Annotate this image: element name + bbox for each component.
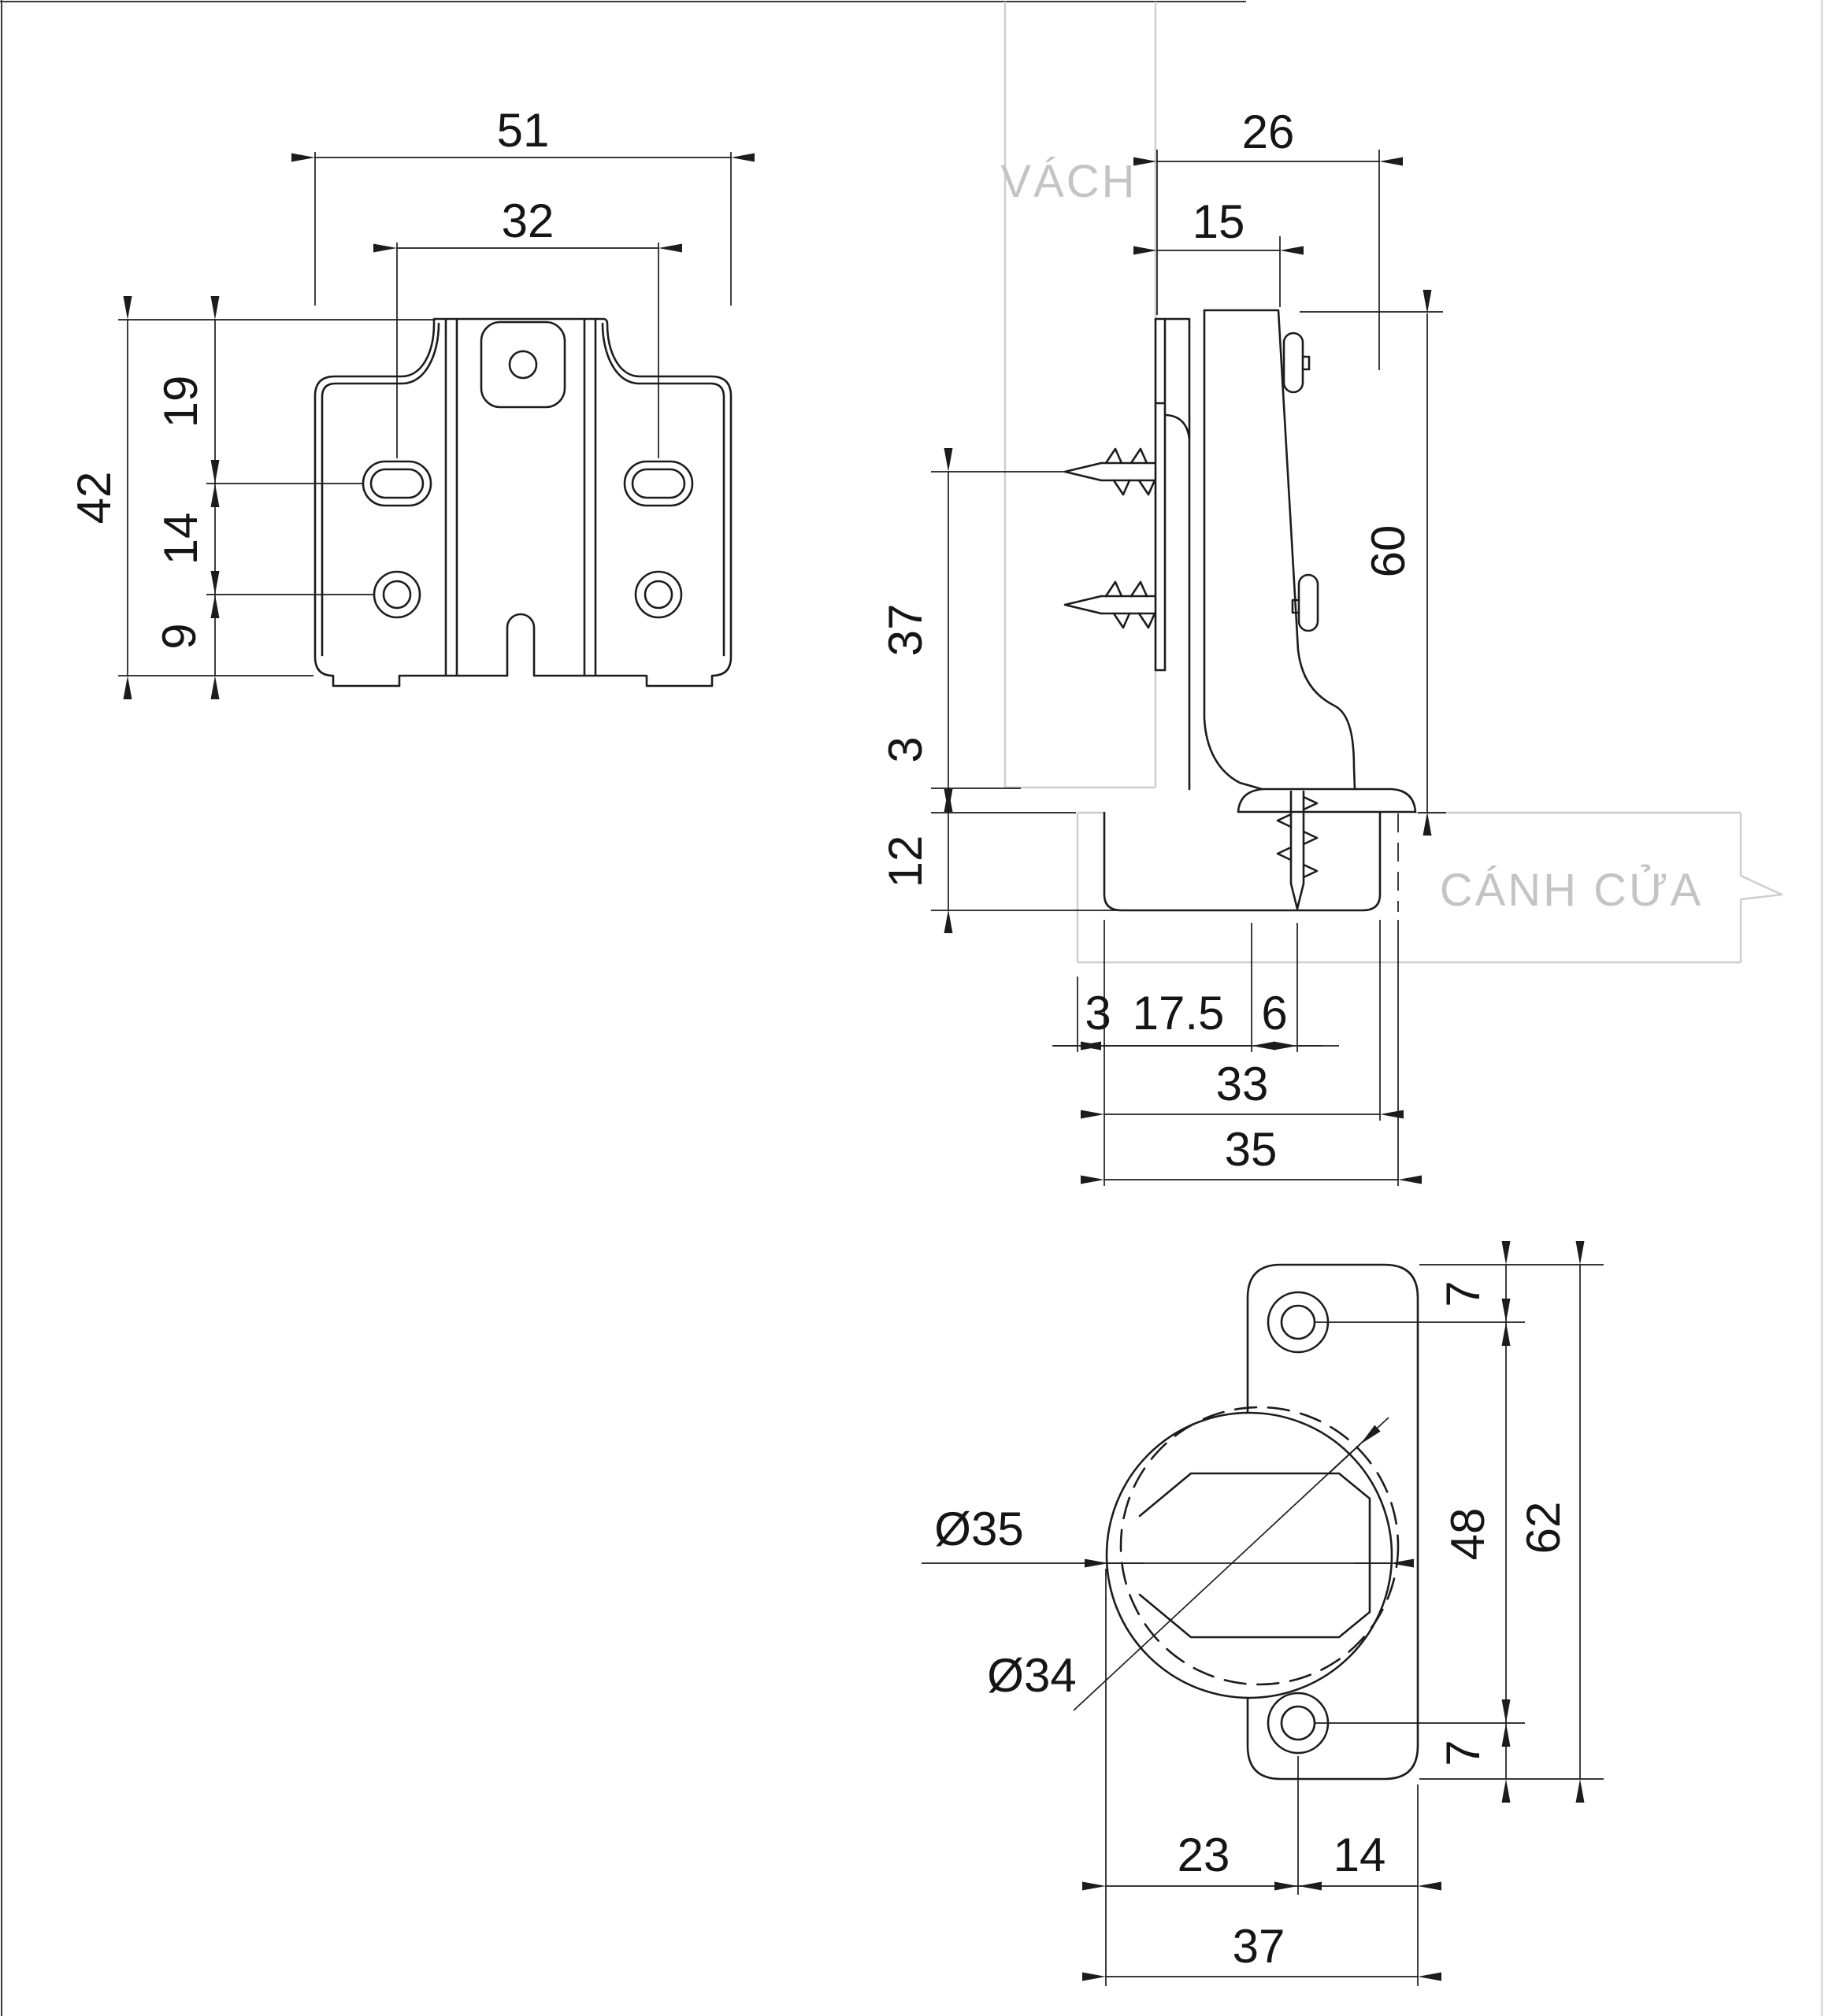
dim-label: 14 <box>1334 1829 1386 1881</box>
template-screw-hole-top-inner <box>1280 1304 1316 1340</box>
leader-diameter-35: Ø35 <box>922 1503 1414 1568</box>
dim-overlay-26: 26 <box>1133 106 1403 370</box>
cup-cam-profile <box>1138 1472 1371 1639</box>
round-hole-left-inner <box>382 580 412 610</box>
arm-slot-upper <box>1282 332 1304 394</box>
arm-slot-upper-notch <box>1301 355 1311 371</box>
dim-hole-35: 35 <box>1081 920 1422 1186</box>
plate-channel-bends <box>444 318 597 676</box>
cup-screw <box>1276 790 1319 910</box>
dim-label: 7 <box>1437 1740 1489 1766</box>
dim-label: 42 <box>68 472 121 524</box>
dim-label: 48 <box>1441 1508 1494 1561</box>
center-pad <box>480 321 566 409</box>
dim-label: 35 <box>1225 1123 1278 1176</box>
dim-label: 17.5 <box>1133 987 1225 1040</box>
arm-slot-lower-notch <box>1291 598 1300 614</box>
round-hole-left <box>373 570 421 619</box>
dim-label: 6 <box>1261 987 1287 1040</box>
dim-label: 33 <box>1216 1058 1269 1110</box>
diameter-label: Ø35 <box>934 1503 1023 1555</box>
wall-screw-lower <box>1063 580 1156 629</box>
wall-panel: VÁCH <box>1000 2 1157 789</box>
dim-label: 51 <box>497 104 550 157</box>
dim-label: 14 <box>154 513 207 565</box>
template-screw-hole-bottom-inner <box>1280 1705 1316 1741</box>
dim-height-60: 60 <box>1300 290 1446 836</box>
dim-arm-top-15: 15 <box>1133 195 1304 307</box>
dim-plate-height-42: 42 <box>68 296 434 699</box>
dim-height-62: 62 <box>1517 1241 1585 1803</box>
wall-label: VÁCH <box>1000 156 1137 207</box>
plate-inner-contour-left <box>321 322 440 657</box>
door-label: CÁNH CỬA <box>1440 865 1704 916</box>
cup-flange <box>1237 788 1417 813</box>
screw-threads <box>1104 447 1156 496</box>
cup-screw-shaft <box>1289 790 1305 910</box>
dim-label: 26 <box>1242 106 1295 158</box>
dim-label: 15 <box>1193 195 1245 248</box>
plate-slot-holes <box>362 460 694 507</box>
hinge-arm-right <box>1203 309 1356 791</box>
dim-label: 32 <box>502 195 555 247</box>
dim-chain-7-48-7: 7 48 7 <box>1315 1241 1604 1803</box>
dim-label: 3 <box>879 736 932 762</box>
back-plate <box>1154 317 1167 672</box>
hinge-side-view: VÁCH CÁNH CỬA <box>879 2 1783 1186</box>
dim-label: 12 <box>879 836 932 888</box>
screw-shaft <box>1063 461 1156 482</box>
dim-chain-19-14-9: 19 14 9 <box>153 296 373 699</box>
mount-block <box>1163 317 1191 791</box>
dim-cup-33: 33 <box>1081 920 1404 1121</box>
hinge-arm-left <box>1203 309 1263 791</box>
dim-label: 23 <box>1178 1829 1230 1881</box>
leader-arrow <box>1327 1425 1381 1475</box>
dim-label: 62 <box>1517 1502 1570 1555</box>
mounting-plate-front-view: 51 32 42 19 14 9 <box>68 104 755 699</box>
plate-round-holes <box>373 570 683 619</box>
arm-slot-lower <box>1297 573 1319 632</box>
dim-label: 19 <box>154 376 207 428</box>
dim-label: 37 <box>1233 1920 1285 1973</box>
dim-label: 60 <box>1362 525 1415 578</box>
template-plate-outline <box>1246 1263 1419 1781</box>
dim-bottom-23-14-37: 23 14 37 <box>1082 1569 1441 1986</box>
dim-plate-width-51: 51 <box>291 104 755 306</box>
center-pad-hole <box>508 350 538 380</box>
door-break-symbol <box>1740 874 1783 901</box>
plate-inner-contour-right <box>601 322 725 657</box>
slot-hole-left <box>362 460 432 507</box>
plate-outline <box>313 317 733 687</box>
dim-slot-spacing-32: 32 <box>373 195 682 458</box>
wall-screw <box>1063 447 1156 496</box>
round-hole-right-inner <box>644 580 673 610</box>
door-panel: CÁNH CỬA <box>1076 811 1783 964</box>
cup-template-view: Ø35 Ø34 7 48 7 62 <box>922 1241 1604 1986</box>
hinge-side-body <box>1063 309 1417 912</box>
drill-hole-circle-35 <box>1105 1411 1393 1699</box>
cup-circle-34-dashed <box>1119 1406 1400 1686</box>
plate-center-pad <box>480 321 566 409</box>
dim-label: 3 <box>1085 987 1111 1040</box>
dim-bottom-3-17.5-6: 3 17.5 6 <box>1052 920 1339 1186</box>
slot-hole-right-inner <box>631 468 686 499</box>
cup-body <box>1103 811 1382 912</box>
slot-hole-right <box>623 460 694 507</box>
diameter-label: Ø34 <box>987 1649 1076 1702</box>
leader-diameter-34: Ø34 <box>987 1417 1389 1711</box>
round-hole-right <box>634 570 683 619</box>
cup-screw-threads <box>1276 795 1319 879</box>
dim-label: 9 <box>153 623 206 649</box>
dim-label: 37 <box>879 604 932 657</box>
dim-label: 7 <box>1437 1280 1489 1306</box>
slot-hole-left-inner <box>369 468 425 499</box>
dim-chain-37-3-12: 37 3 12 <box>879 448 1118 933</box>
